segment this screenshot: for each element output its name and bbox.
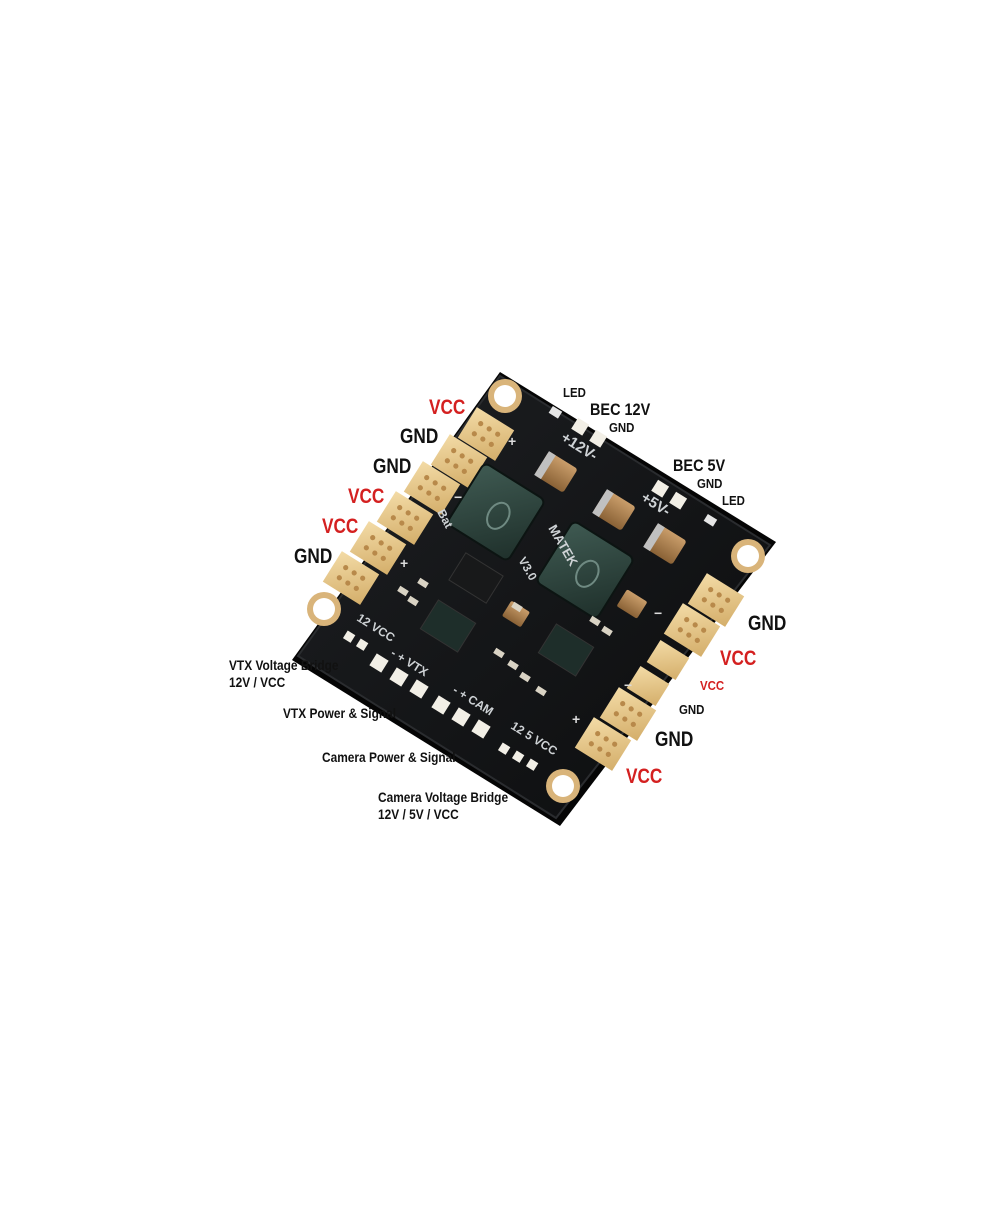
label-right-vcc-small: VCC [700, 678, 725, 693]
capacitor-12v [534, 451, 577, 492]
inductor-5v [536, 521, 634, 619]
ic-chip-c [537, 623, 595, 677]
label-left-vcc-2: VCC [348, 485, 385, 508]
label-left-gnd-3: GND [294, 545, 333, 568]
svg-text:−: − [654, 605, 662, 621]
ic-chip-b [419, 599, 477, 653]
inductor-12v [447, 463, 545, 561]
label-bec5-gnd: GND [697, 476, 723, 491]
mounting-hole-right [731, 539, 765, 573]
label-led-right: LED [722, 493, 745, 508]
pcb-board [296, 374, 772, 820]
desc-cam-power: Camera Power & Signal [322, 749, 456, 765]
mounting-hole-left [307, 592, 341, 626]
polarity-marks: + − + − + − [400, 433, 662, 727]
svg-text:+: + [508, 433, 516, 449]
svg-text:−: − [624, 677, 632, 693]
desc-vtx-bridge-line2: 12V / VCC [229, 673, 286, 690]
label-right-gnd-2: GND [655, 728, 694, 751]
label-led-top: LED [563, 385, 586, 400]
bottom-signal-pads [342, 630, 539, 771]
label-bec12-gnd: GND [609, 420, 635, 435]
svg-text:+: + [400, 555, 408, 571]
mounting-hole-top [488, 379, 522, 413]
label-left-gnd-2: GND [373, 455, 412, 478]
label-right-gnd-1: GND [748, 612, 787, 635]
capacitor-small-b [502, 601, 530, 627]
desc-cam-bridge-line2: 12V / 5V / VCC [378, 805, 459, 822]
svg-text:+: + [572, 711, 580, 727]
desc-vtx-power: VTX Power & Signal [283, 705, 397, 721]
desc-vtx-bridge: VTX Voltage Bridge 12V / VCC [229, 657, 339, 691]
desc-vtx-bridge-line1: VTX Voltage Bridge [229, 657, 339, 673]
capacitor-small-a [617, 589, 647, 619]
desc-cam-bridge-line1: Camera Voltage Bridge [378, 789, 509, 805]
right-pads [574, 573, 745, 771]
mounting-hole-bottom [546, 769, 580, 803]
bec12-pads [548, 405, 608, 448]
label-right-gnd-small: GND [679, 702, 705, 717]
label-right-vcc-2: VCC [626, 765, 663, 788]
label-right-vcc-1: VCC [720, 647, 757, 670]
label-left-gnd-1: GND [400, 425, 439, 448]
left-pads [322, 407, 515, 605]
capacitor-5v-a [592, 489, 635, 530]
label-left-vcc-top: VCC [429, 396, 466, 419]
bec5-pads [651, 479, 718, 527]
ic-chip-a [448, 552, 504, 604]
svg-text:−: − [454, 489, 462, 505]
capacitor-5v-b [643, 523, 686, 564]
desc-cam-bridge: Camera Voltage Bridge 12V / 5V / VCC [378, 789, 508, 823]
label-bec5: BEC 5V [673, 456, 726, 475]
smd-components [397, 577, 613, 697]
label-left-vcc-3: VCC [322, 515, 359, 538]
label-bec12: BEC 12V [590, 400, 651, 419]
